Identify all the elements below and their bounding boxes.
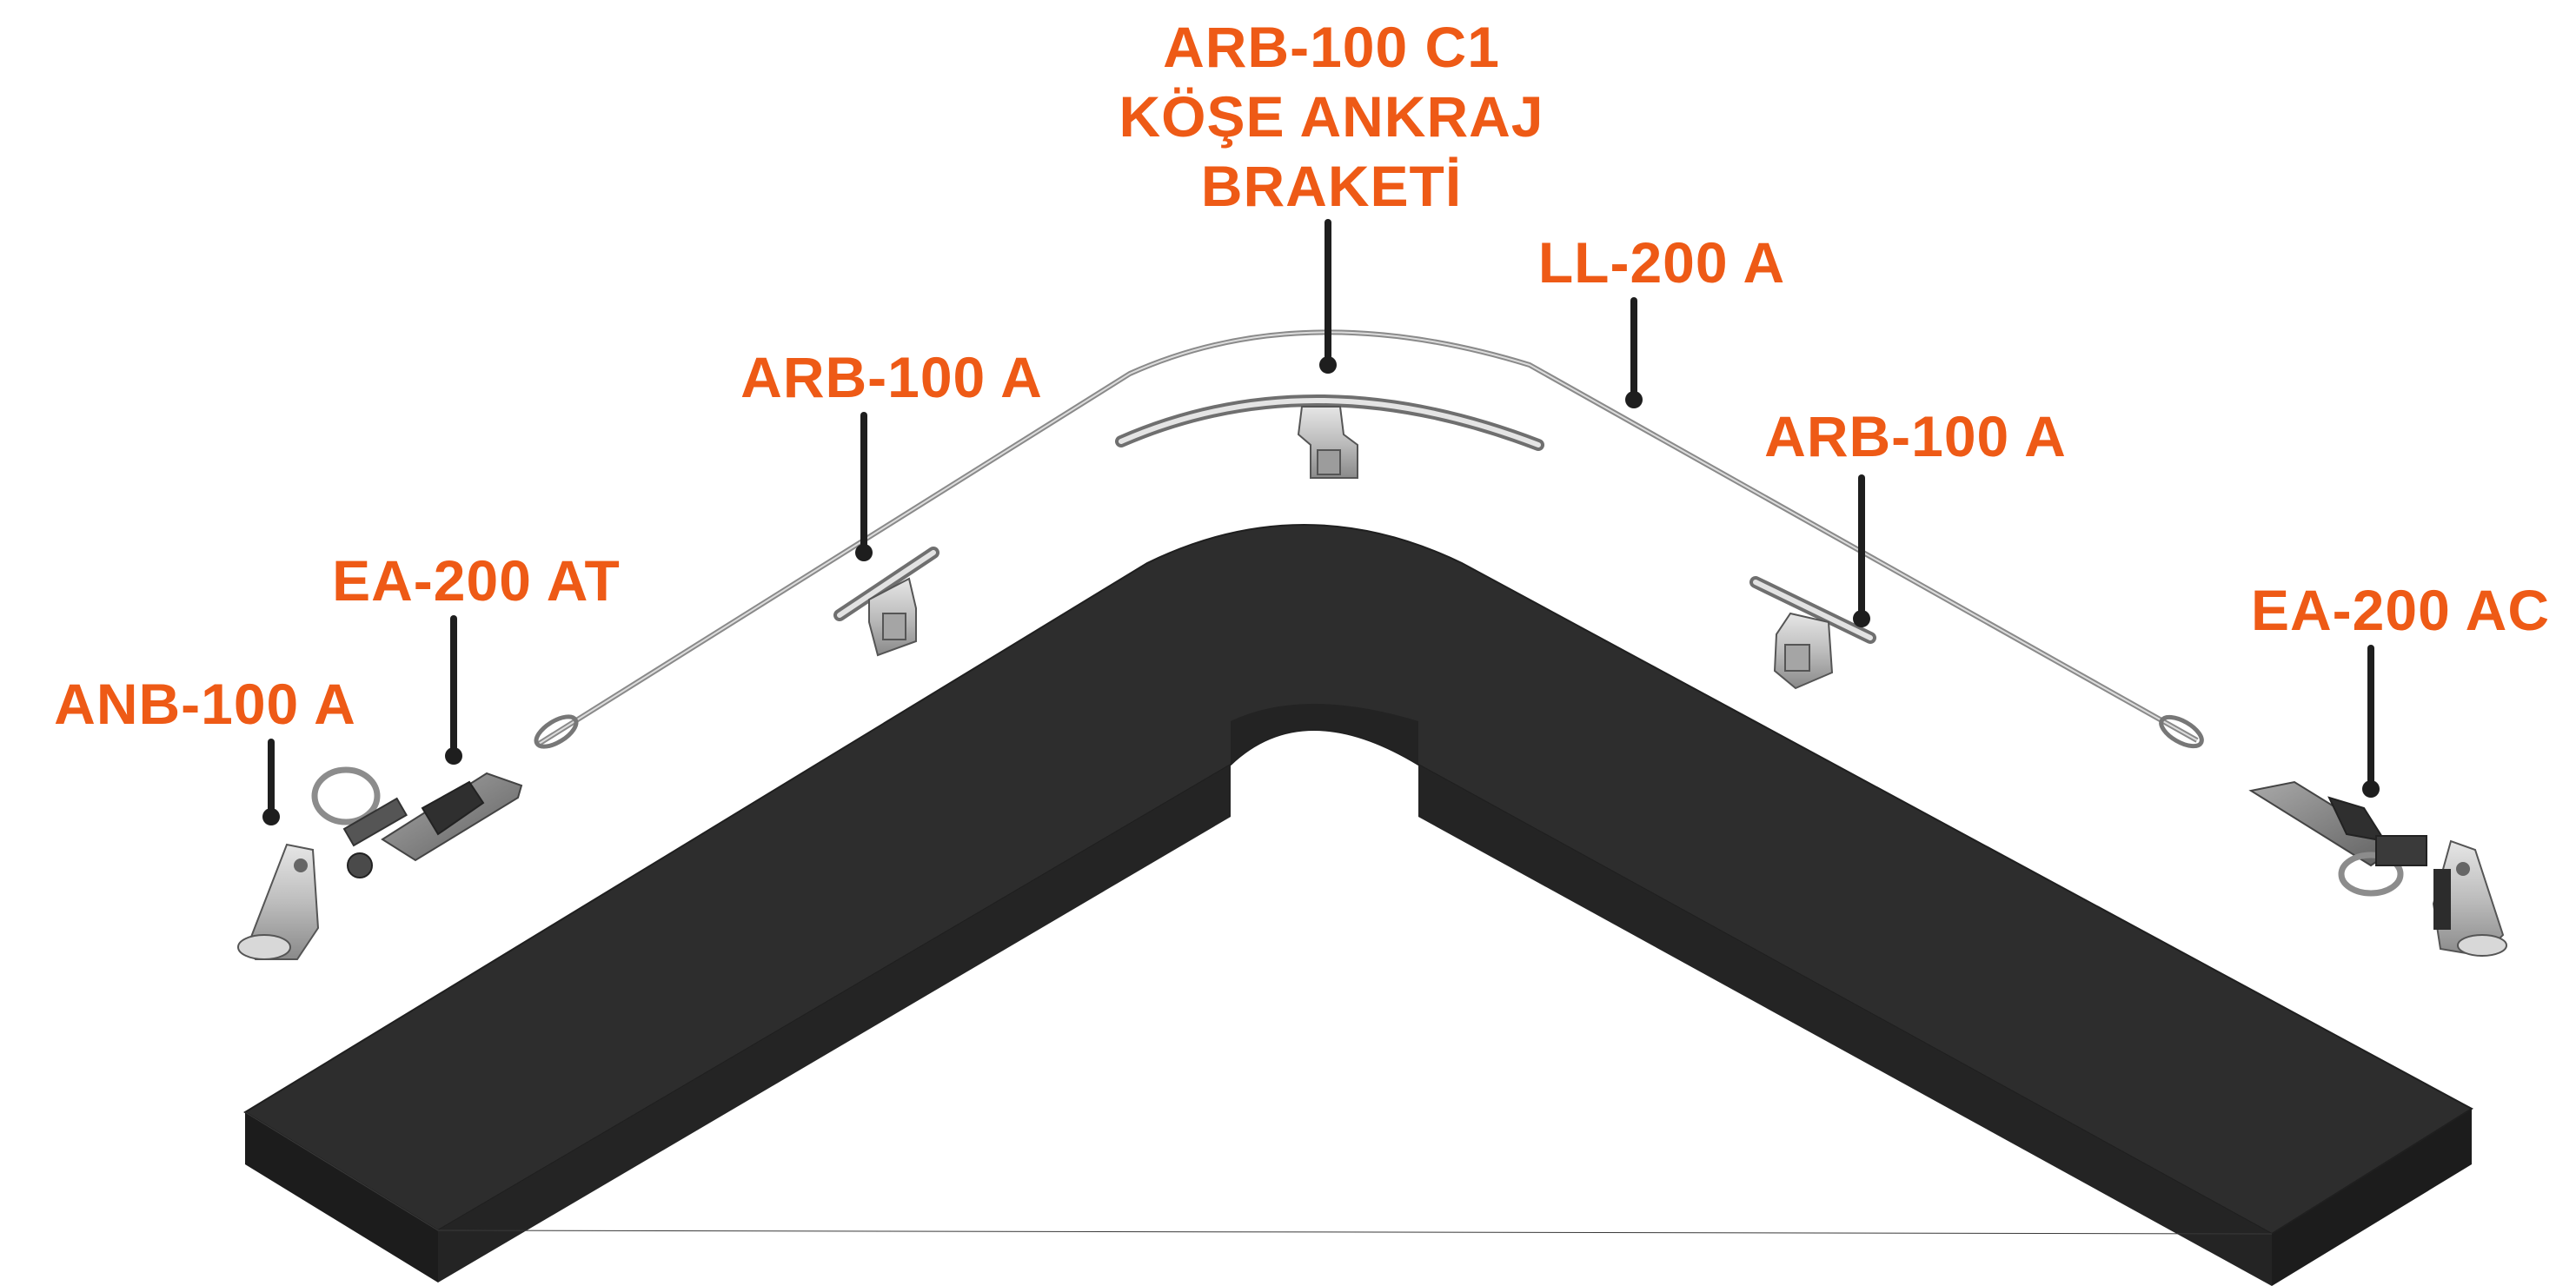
base-bracket-left-part xyxy=(237,843,320,960)
cable-loop-left xyxy=(534,714,579,749)
corner-bracket-label-line-3: BRAKETİ xyxy=(1200,154,1463,218)
end-anchor-left-label: EA-200 AT xyxy=(332,548,621,613)
corner-bracket-label-line-2: KÖŞE ANKRAJ xyxy=(1119,84,1544,149)
lifeline-cable xyxy=(534,329,2204,749)
lifeline-label: LL-200 A xyxy=(1537,230,1786,295)
roof-slab-inner-right xyxy=(1418,765,2272,1286)
roof-slab-front-left xyxy=(245,1112,438,1283)
intermediate-bracket-left-part xyxy=(833,547,939,657)
end-anchor-right-label: EA-200 AC xyxy=(2251,578,2550,642)
corner-bracket-label-line-1: ARB-100 C1 xyxy=(1163,15,1500,79)
roof-slab-inner-left xyxy=(438,765,1231,1283)
roof-slab-front-right xyxy=(2272,1109,2472,1286)
bracket-right-label: ARB-100 A xyxy=(1764,404,2067,468)
base-bracket-right-part xyxy=(2432,839,2507,958)
end-anchor-left-part xyxy=(311,766,523,878)
corner-bracket-label: ARB-100 C1 KÖŞE ANKRAJ BRAKETİ xyxy=(1119,12,1544,221)
bracket-left-label: ARB-100 A xyxy=(740,345,1043,409)
base-bracket-label: ANB-100 A xyxy=(54,672,356,736)
end-anchor-right-part xyxy=(2248,780,2427,897)
cable-loop-right xyxy=(2159,714,2204,749)
corner-bracket-part xyxy=(1115,394,1544,479)
roof-slab xyxy=(243,524,2473,1286)
leader-lines xyxy=(262,219,2380,825)
roof-slab-top xyxy=(243,524,2473,1236)
intermediate-bracket-right-part xyxy=(1749,576,1876,690)
roof-slab-inner-corner xyxy=(1231,704,1418,765)
